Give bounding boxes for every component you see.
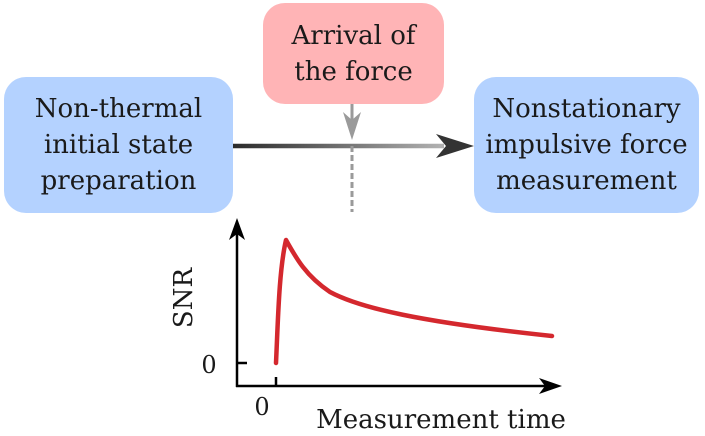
x-axis-label: Measurement time bbox=[316, 405, 566, 435]
force-arrival-line-1: Arrival of bbox=[291, 20, 416, 51]
force-arrival-box: Arrival of the force bbox=[263, 3, 444, 104]
x-zero-label: 0 bbox=[254, 393, 269, 421]
y-zero-label: 0 bbox=[201, 351, 216, 379]
initial-state-line-1: Non-thermal bbox=[34, 94, 203, 124]
x-axis-arrowhead bbox=[539, 378, 562, 394]
measurement-line-3: measurement bbox=[496, 166, 677, 196]
initial-state-line-2: initial state bbox=[43, 130, 194, 160]
force-arrow-head bbox=[343, 112, 361, 140]
snr-curve bbox=[273, 237, 555, 366]
y-axis-arrowhead bbox=[229, 218, 245, 240]
flow-arrow-head bbox=[436, 134, 474, 158]
measurement-line-1: Nonstationary bbox=[492, 94, 681, 124]
initial-state-box: Non-thermal initial state preparation bbox=[4, 77, 233, 213]
measurement-box: Nonstationary impulsive force measuremen… bbox=[474, 77, 699, 213]
y-axis-label: SNR bbox=[169, 267, 199, 329]
initial-state-line-3: preparation bbox=[40, 166, 197, 196]
measurement-line-2: impulsive force bbox=[485, 130, 688, 160]
force-arrival-line-2: the force bbox=[294, 56, 413, 87]
